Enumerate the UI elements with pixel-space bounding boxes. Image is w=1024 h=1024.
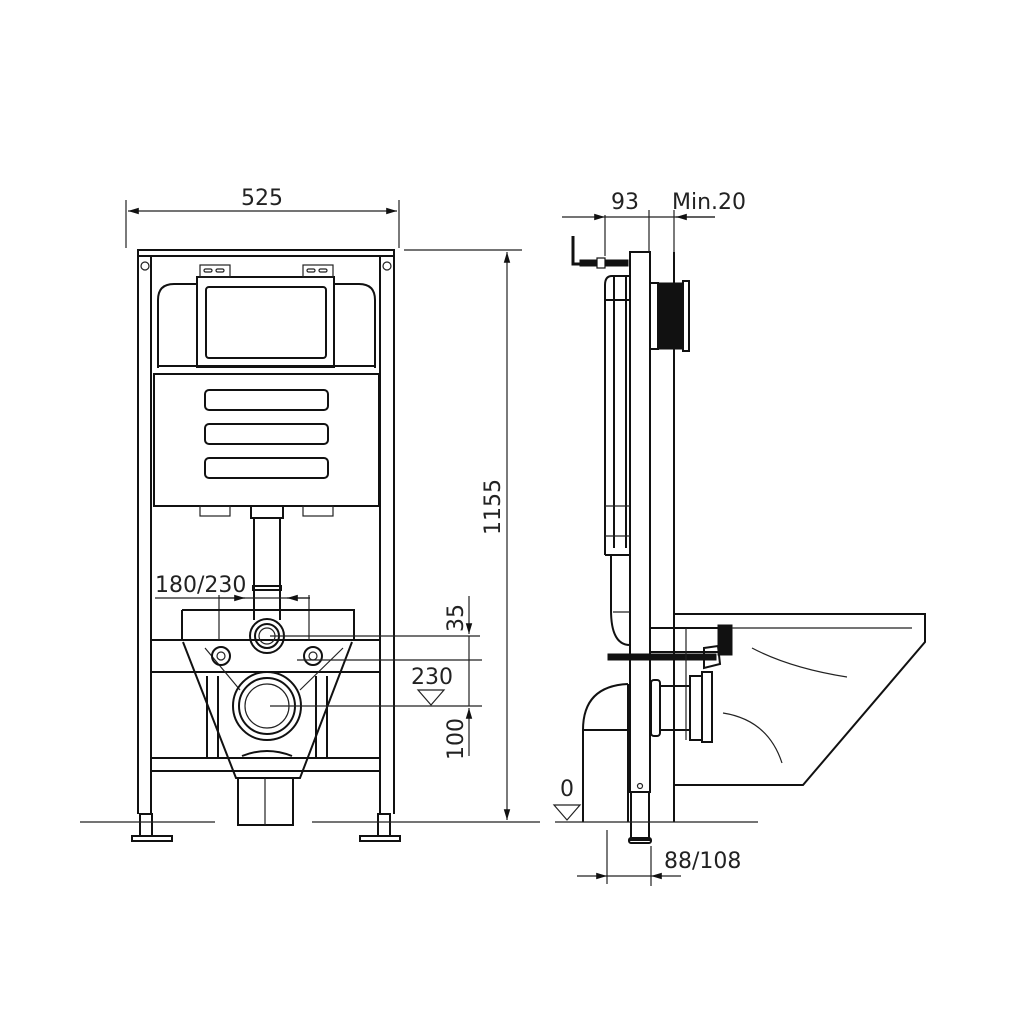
cistern-body [153,373,380,517]
depth-dimension: 93 Min.20 [562,190,746,256]
width-label: 525 [241,186,283,211]
total-height-dimension: 1155 [404,249,522,820]
wall-hook [571,236,629,269]
bowl-mount [181,609,355,826]
drain-height-label: 230 [411,665,453,690]
foot-range-dimension: 88/108 [577,830,741,886]
front-view: 525 [80,186,540,842]
flush-plate [649,280,690,352]
min-clearance-label: Min.20 [672,190,746,215]
connection-offset-label: 35 [444,604,469,632]
drain-offset-label: 100 [444,718,469,760]
floor-level-label: 0 [560,777,574,802]
flush-pipe [249,505,285,654]
height-dimensions: 35 230 100 [270,596,482,760]
connections [607,624,733,743]
pipe-spacing-dimension: 180/230 [155,573,310,640]
foot-range-label: 88/108 [664,849,741,874]
depth-label: 93 [611,190,639,215]
cistern-side [604,275,631,646]
cistern-top [157,264,376,368]
width-dimension: 525 [125,186,400,248]
toilet-bowl [674,613,926,786]
drain-elbow [582,683,629,822]
floor-level-marker: 0 [552,777,582,821]
total-height-label: 1155 [481,479,506,535]
pipe-spacing-label: 180/230 [155,573,246,598]
side-view: 93 Min.20 [552,190,926,886]
frame [131,249,401,842]
